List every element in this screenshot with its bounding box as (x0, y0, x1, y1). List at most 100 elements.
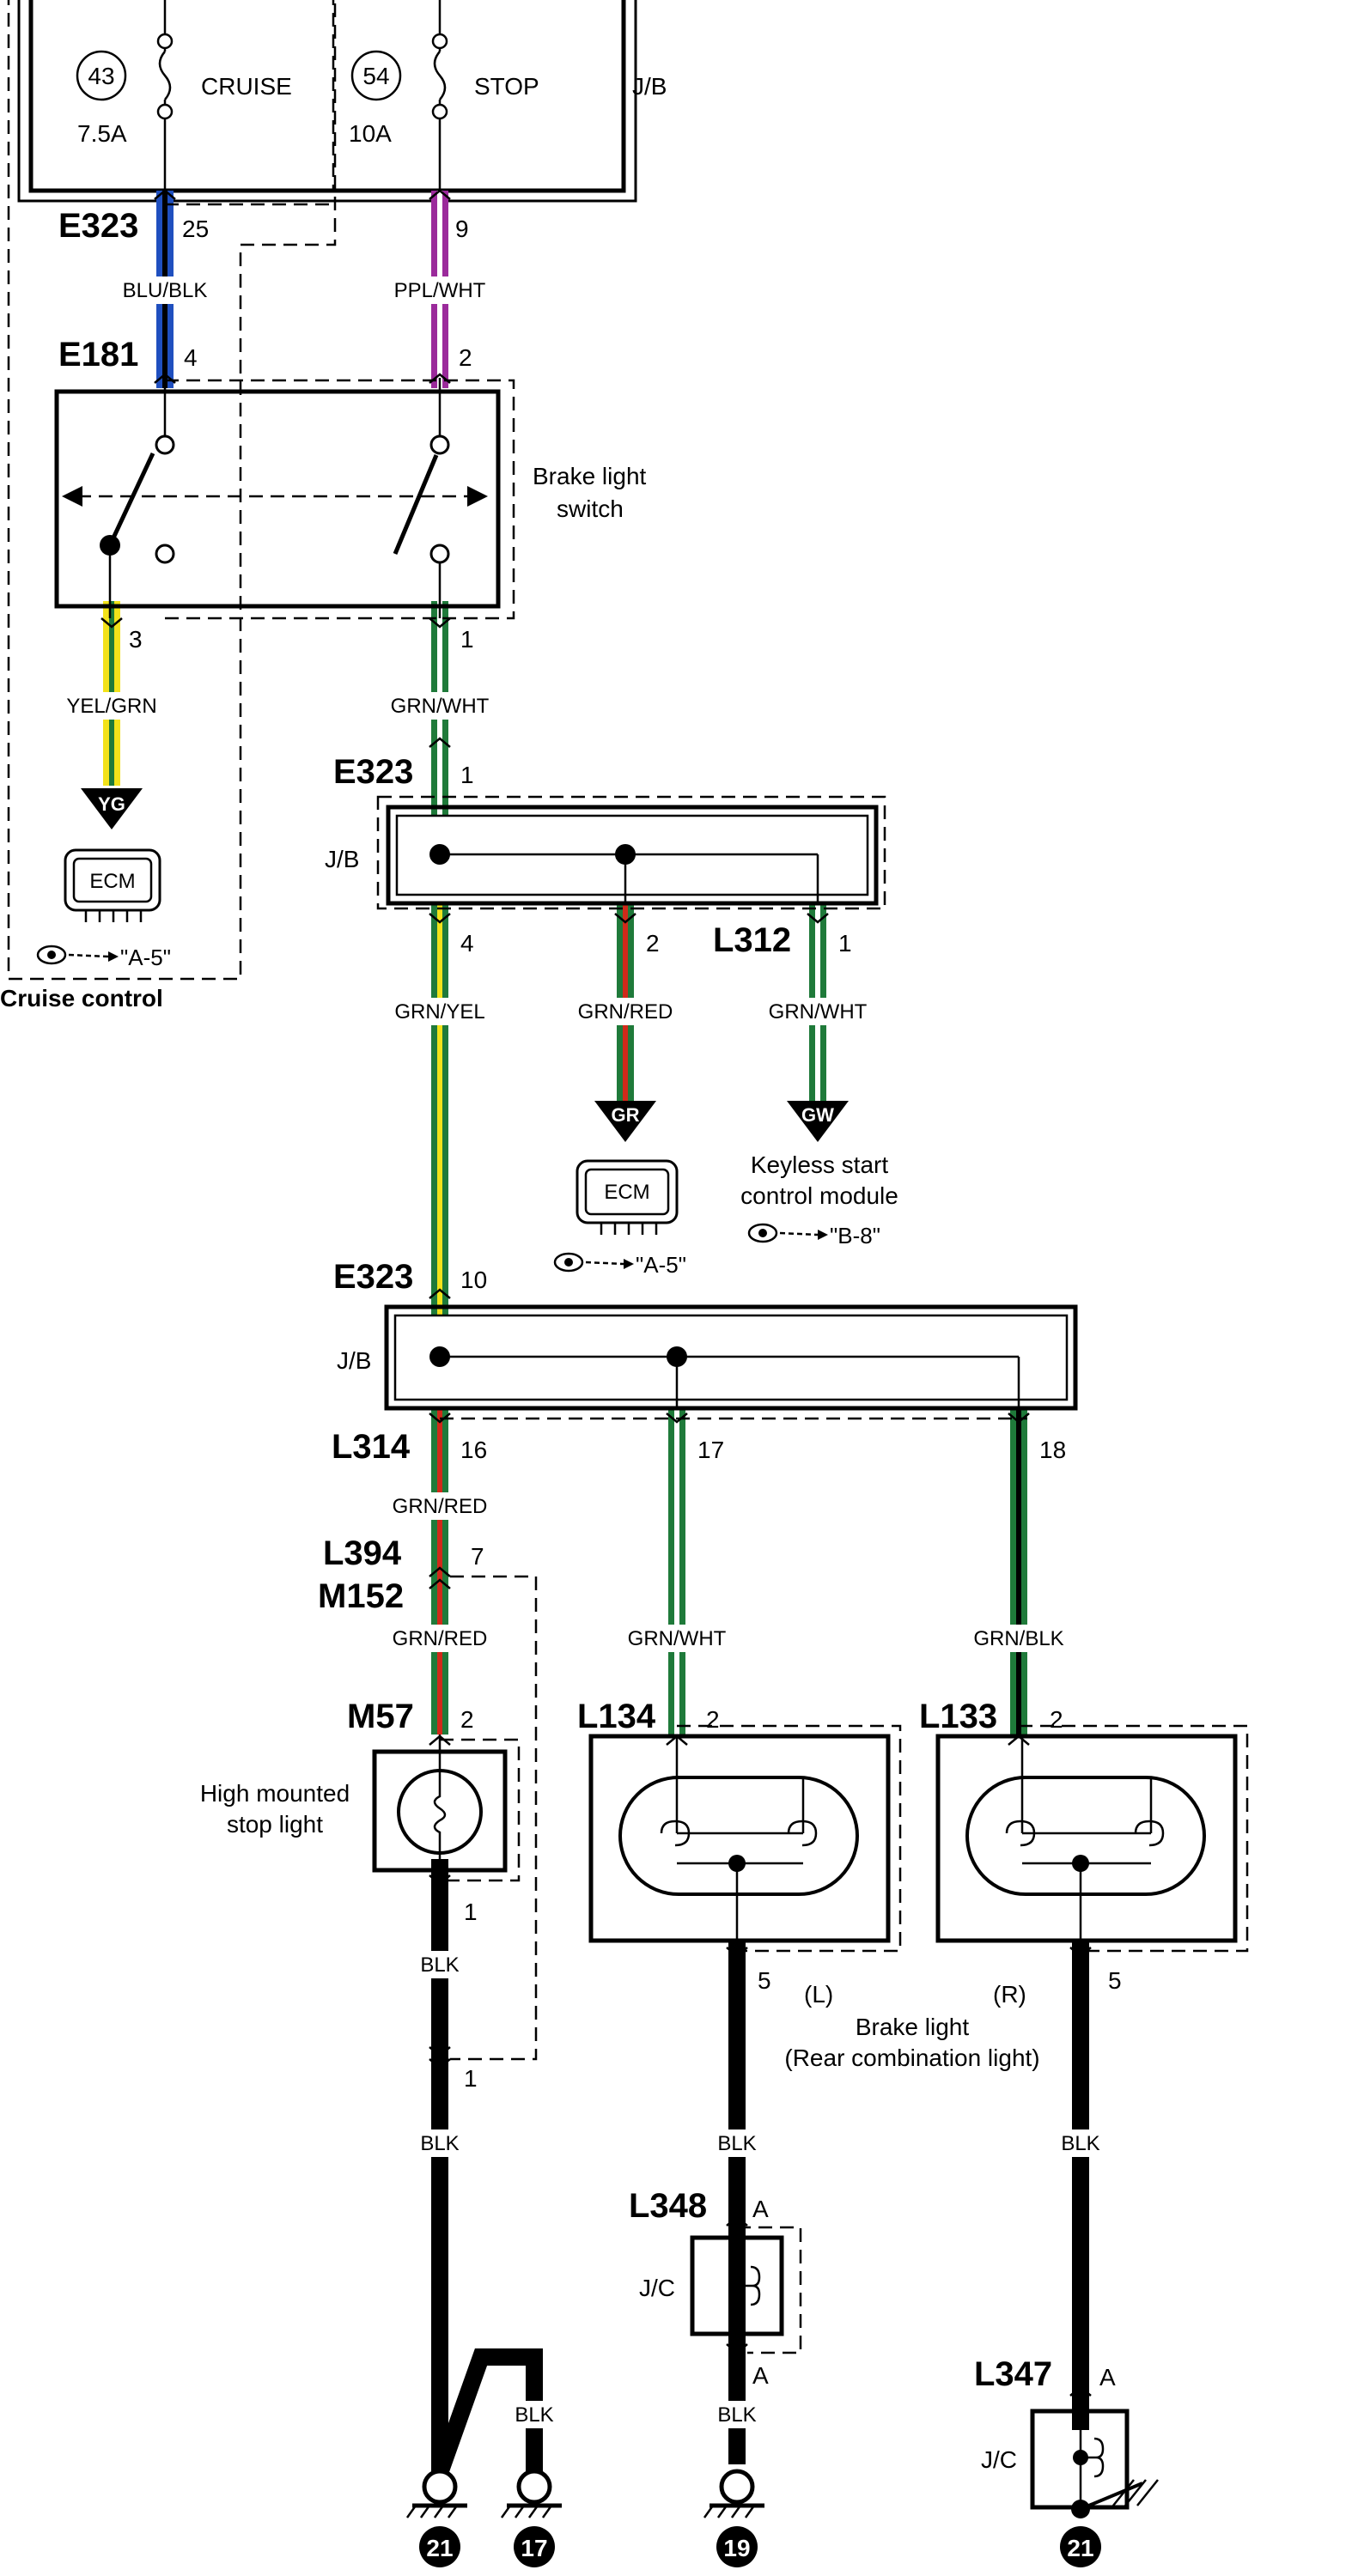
connector-pin: 16 (460, 1437, 487, 1463)
jc-label-1: J/C (639, 2275, 675, 2301)
body-ground-icon (1112, 2479, 1159, 2506)
wire-label-grn-red-1: GRN/RED (578, 1000, 673, 1024)
brake-light-switch: E181 4 2 Brake light switch 3 1 (54, 336, 647, 653)
filament-icon (660, 1820, 691, 1847)
ground-21-right: 21 (1060, 2526, 1101, 2567)
connector-m57-label: M57 (347, 1698, 414, 1735)
fuse-43-name: CRUISE (201, 73, 292, 100)
connector-e181-label: E181 (58, 336, 138, 374)
connector-pin: 25 (182, 216, 209, 242)
cruise-control-label: Cruise control (0, 985, 163, 1012)
connector-pin: 1 (460, 626, 474, 653)
connector-pin: 1 (464, 1899, 478, 1925)
ecm-1-label: ECM (89, 870, 135, 893)
wire-labels: BLU/BLK PPL/WHT YEL/GRN GRN/WHT GRN/YEL … (57, 276, 1106, 2428)
connector-l134-label: L134 (577, 1698, 656, 1735)
filament-icon (1134, 1820, 1165, 1847)
hmsl-label-line1: High mounted (200, 1780, 350, 1807)
connector-e323-label: E323 (58, 207, 138, 245)
connector-pin: 5 (1108, 1967, 1122, 1994)
wire-label-blk-5: BLK (515, 2403, 553, 2427)
ecm-1-tag: YG (98, 793, 125, 815)
keyless-tag: GW (801, 1104, 834, 1126)
brake-switch-label-line1: Brake light (533, 463, 647, 489)
reference-eye-icon (36, 945, 119, 965)
connector-pin: 7 (471, 1543, 484, 1570)
brake-light-right: L133 2 5 (919, 1698, 1249, 1994)
arrow-left-icon (62, 486, 82, 507)
connector-l314-label: L314 (332, 1428, 411, 1466)
fuse-43-rating: 7.5A (77, 120, 127, 147)
connector-l348-label: L348 (629, 2187, 707, 2225)
wire-label-blk-6: BLK (717, 2403, 756, 2427)
keyless-label-line2: control module (740, 1182, 898, 1209)
ground-icon (703, 2505, 756, 2518)
connector-pin: 3 (129, 626, 143, 653)
wire-grn-yel (431, 903, 448, 1315)
ground-21-left: 21 (405, 2469, 467, 2567)
jb-label-2: J/B (337, 1347, 371, 1374)
fuse-43-number: 43 (88, 63, 114, 89)
connector-pin: 2 (459, 344, 472, 371)
ground-19: 19 (703, 2469, 764, 2567)
keyless-start-module: GW Keyless start control module "B-8" (740, 1101, 898, 1249)
wire-label-ppl-wht: PPL/WHT (394, 279, 486, 302)
wire-label-blk-3: BLK (717, 2132, 756, 2155)
brake-light-left: L134 2 5 (577, 1698, 902, 1994)
wire-label-grn-wht-1: GRN/WHT (391, 695, 490, 718)
bulb-icon (433, 1771, 447, 1853)
ground-icon (405, 2505, 459, 2518)
connector-pin: 18 (1039, 1437, 1066, 1463)
ground-number: 21 (426, 2535, 453, 2561)
jc-terminal-icon (1081, 2437, 1105, 2478)
connector-pin: 9 (455, 216, 469, 242)
high-mounted-stop-light: M57 2 1 High mounted stop light (200, 1698, 521, 1925)
brake-switch-label-line2: switch (557, 495, 624, 522)
wire-label-grn-red-2: GRN/RED (393, 1495, 488, 1518)
ground-icon (500, 2505, 553, 2518)
connector-l312-label: L312 (713, 921, 791, 959)
jb-label-1: J/B (325, 846, 359, 872)
brake-light-label-line2: (Rear combination light) (784, 2044, 1039, 2071)
brake-light-left-tag: (L) (804, 1981, 833, 2008)
ground-17: 17 (500, 2469, 562, 2567)
wire-label-grn-wht-3: GRN/WHT (628, 1627, 727, 1650)
keyless-ref: "B-8" (830, 1223, 880, 1249)
arrow-right-icon (467, 486, 488, 507)
filament-icon (1005, 1820, 1036, 1847)
joint-connector-l348: L348 A J/C A (629, 2187, 802, 2389)
wire-label-blk-2: BLK (420, 2132, 459, 2155)
connector-pin: 5 (758, 1967, 771, 1994)
wire-label-blk-1: BLK (420, 1953, 459, 1977)
wire-label-grn-red-3: GRN/RED (393, 1627, 488, 1650)
connector-pin: 10 (460, 1267, 487, 1293)
connector-pin: 4 (460, 930, 474, 957)
connector-e323-low-label: E323 (333, 1258, 413, 1296)
filament-icon (787, 1820, 818, 1847)
jc-label-2: J/C (981, 2446, 1017, 2473)
wire-label-grn-wht-2: GRN/WHT (769, 1000, 868, 1024)
fuse-54-rating: 10A (349, 120, 392, 147)
jc-terminal-icon (737, 2265, 761, 2306)
hmsl-label-line2: stop light (227, 1811, 323, 1838)
junction-block-1: E323 1 J/B 4 2 L312 1 (325, 737, 886, 959)
connector-l394-label: L394 (323, 1534, 402, 1572)
connector-pin: 2 (460, 1706, 474, 1733)
connector-pin: 2 (646, 930, 660, 957)
wire-label-blk-4: BLK (1061, 2132, 1099, 2155)
fuse-box-label: J/B (632, 73, 667, 100)
connector-l394-m152: L394 7 M152 1 (318, 1534, 538, 2092)
brake-light-right-tag: (R) (993, 1981, 1026, 2008)
wire-blk-left (728, 1941, 746, 2464)
joint-connector-l347: L347 A J/C (974, 2355, 1159, 2518)
fuse-box: 43 CRUISE 7.5A 54 STOP 10A J/B (17, 0, 667, 206)
wire-blk-hmsl (431, 1859, 448, 2477)
connector-pin: 2 (706, 1706, 720, 1733)
connector-pin: 1 (464, 2065, 478, 2092)
connector-tag-yg (81, 788, 143, 829)
wire-grn-wht-3 (668, 1408, 685, 1735)
wire-label-grn-yel: GRN/YEL (394, 1000, 484, 1024)
connector-pin: 1 (838, 930, 852, 957)
ecm-cruise: YG ECM "A-5" (36, 788, 171, 970)
